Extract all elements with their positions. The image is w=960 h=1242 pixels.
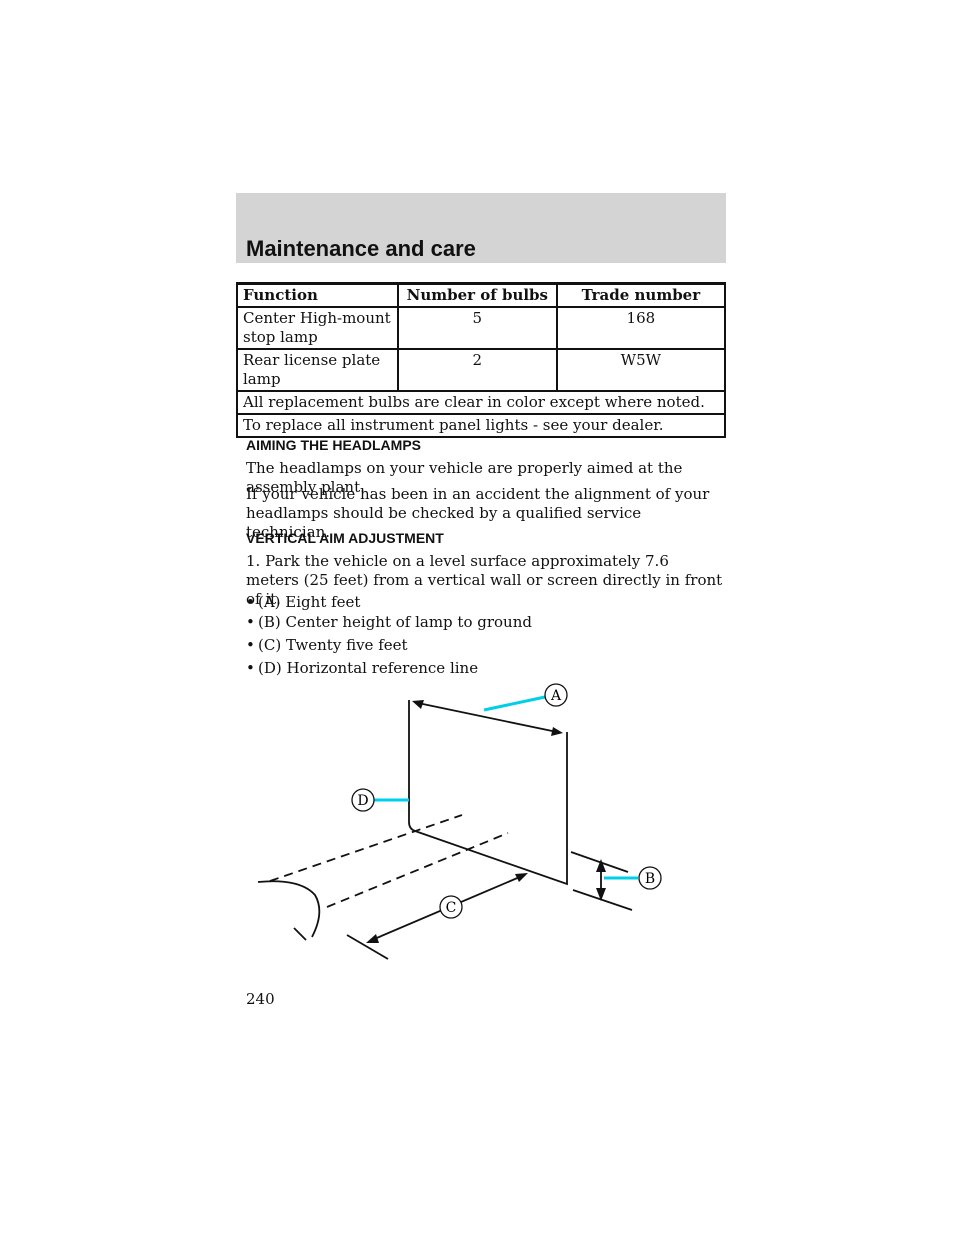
beam-line-lower: [326, 832, 509, 908]
page-number: 240: [246, 990, 275, 1008]
callout-a: [483, 695, 546, 712]
table-note-row: All replacement bulbs are clear in color…: [236, 390, 726, 415]
cell-bulbs: 2: [396, 348, 558, 392]
bullet-text: (A) Eight feet: [258, 593, 361, 611]
vehicle-detail: [293, 927, 307, 941]
label-circle-c: [439, 895, 463, 919]
function-line: Center High-mount: [243, 309, 391, 327]
vertical-heading: VERTICAL AIM ADJUSTMENT: [246, 530, 444, 546]
list-item: •(B) Center height of lamp to ground: [246, 613, 532, 632]
arrowhead: [515, 873, 528, 882]
arrowhead: [596, 859, 606, 872]
bullet-dot: •: [246, 659, 255, 677]
arrowhead: [366, 934, 379, 943]
extension-line: [570, 851, 629, 873]
list-item: •(C) Twenty five feet: [246, 636, 408, 655]
function-line: Rear license plate: [243, 351, 381, 369]
cell-function: Center High-mount stop lamp: [236, 306, 399, 350]
col-header-function: Function: [236, 282, 399, 308]
bullet-text: (B) Center height of lamp to ground: [258, 613, 532, 631]
function-line: lamp: [243, 370, 281, 388]
table-row: Rear license plate lamp 2 W5W: [236, 348, 727, 392]
cell-trade: 168: [555, 306, 727, 350]
bullet-dot: •: [246, 613, 255, 631]
section-title: Maintenance and care: [246, 236, 476, 261]
table-note-row: To replace all instrument panel lights -…: [236, 413, 726, 438]
bullet-text: (C) Twenty five feet: [258, 636, 408, 654]
section-header-band: [236, 193, 726, 263]
cell-bulbs: 5: [396, 306, 558, 350]
bullet-text: (D) Horizontal reference line: [258, 659, 479, 677]
wall-outline: [408, 700, 568, 886]
step-1-text: 1. Park the vehicle on a level surface a…: [246, 552, 723, 608]
label-circle-b: [638, 866, 662, 890]
extension-line: [572, 889, 633, 911]
table-note: To replace all instrument panel lights -…: [236, 413, 726, 438]
label-circle-d: [351, 788, 375, 812]
function-line: stop lamp: [243, 328, 318, 346]
label-d: D: [357, 793, 368, 809]
table-header-row: Function Number of bulbs Trade number: [236, 282, 727, 308]
extension-line: [346, 934, 389, 960]
bullet-dot: •: [246, 593, 255, 611]
aiming-paragraph-1: The headlamps on your vehicle are proper…: [246, 459, 683, 496]
table-note: All replacement bulbs are clear in color…: [236, 390, 726, 415]
col-header-trade: Trade number: [555, 282, 727, 308]
arrowhead: [596, 888, 606, 901]
label-c: C: [446, 900, 457, 916]
cell-trade: W5W: [555, 348, 727, 392]
list-item: •(D) Horizontal reference line: [246, 659, 478, 678]
arrowhead: [551, 727, 563, 736]
arrowhead: [412, 700, 424, 709]
list-item: •(A) Eight feet: [246, 593, 360, 612]
bullet-dot: •: [246, 636, 255, 654]
beam-line-upper: [269, 814, 463, 882]
bulb-table: Function Number of bulbs Trade number Ce…: [236, 282, 727, 438]
aiming-paragraph-2: If your vehicle has been in an accident …: [246, 485, 710, 541]
label-b: B: [645, 871, 655, 887]
aiming-heading: AIMING THE HEADLAMPS: [246, 437, 421, 453]
dimension-a-line: [417, 702, 558, 733]
label-a: A: [550, 688, 562, 704]
label-circle-a: [544, 683, 568, 707]
table-row: Center High-mount stop lamp 5 168: [236, 306, 727, 350]
vehicle-front-outline: [257, 880, 321, 938]
cell-function: Rear license plate lamp: [236, 348, 399, 392]
